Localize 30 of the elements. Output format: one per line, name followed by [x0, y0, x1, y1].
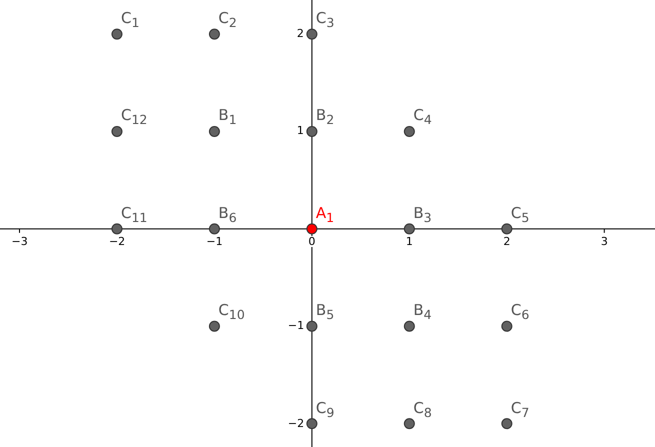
point-label: C$_{7}$ [510, 400, 530, 420]
point-label: B$_{2}$ [316, 108, 334, 127]
point-label: C$_{1}$ [120, 11, 140, 30]
point-label: B$_{1}$ [218, 108, 237, 127]
tick-label: −2 [288, 418, 304, 429]
point-label: C$_{5}$ [510, 206, 530, 224]
tick-label: 2 [296, 28, 304, 40]
point-label: C$_{8}$ [413, 400, 432, 420]
point-label: B$_{6}$ [218, 206, 237, 224]
tick-label: 1 [406, 236, 413, 247]
tick-label: −3 [11, 236, 28, 247]
point-label: B$_{5}$ [316, 303, 334, 322]
tick-label: 0 [308, 236, 316, 247]
point-label: C$_{3}$ [316, 11, 334, 30]
point-label: B$_{3}$ [413, 206, 432, 224]
point-label: B$_{4}$ [413, 303, 432, 322]
point-label: C$_{11}$ [120, 206, 148, 224]
point-label: A$_{1}$ [316, 206, 334, 224]
point-label: C$_{12}$ [120, 108, 148, 127]
point-label: C$_{4}$ [413, 108, 432, 127]
tick-label: 1 [296, 125, 304, 136]
tick-label: −2 [108, 236, 126, 247]
point-label: C$_{2}$ [218, 11, 237, 30]
point-label: C$_{9}$ [316, 400, 334, 420]
tick-label: −1 [206, 236, 223, 247]
tick-label: 2 [503, 236, 510, 247]
point-label: C$_{6}$ [510, 303, 530, 322]
tick-label: −1 [288, 320, 304, 332]
point-label: C$_{10}$ [218, 303, 245, 322]
tick-label: 3 [600, 236, 608, 247]
